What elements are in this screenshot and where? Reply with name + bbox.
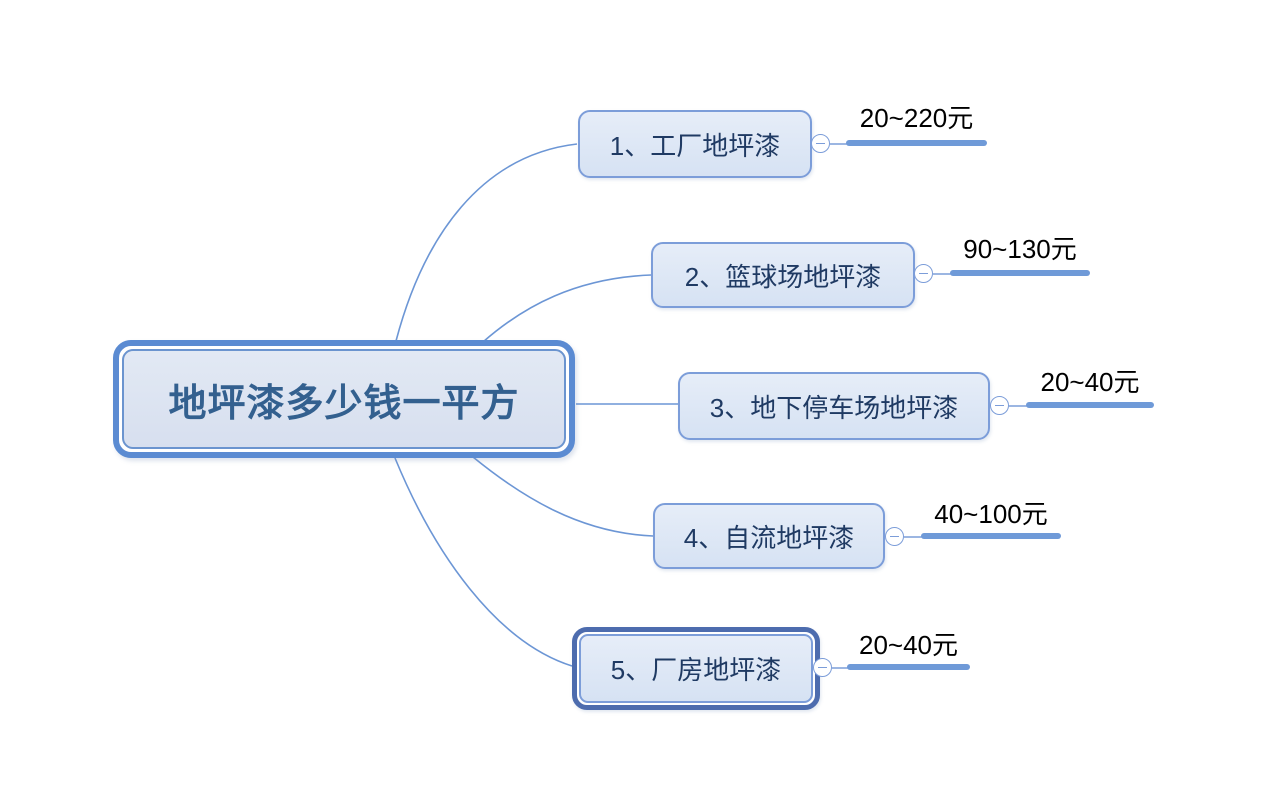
price-label-2[interactable]: 90~130元 [963, 234, 1077, 264]
minus-glyph [919, 273, 928, 274]
collapse-toggle-icon-1[interactable] [811, 134, 830, 153]
topic-4-label: 4、自流地坪漆 [683, 522, 855, 553]
topic-5-body: 5、厂房地坪漆 [579, 634, 813, 703]
branch-curve-1 [395, 143, 578, 342]
price-underline-2 [950, 270, 1090, 276]
root-topic-body: 地坪漆多少钱一平方 [122, 349, 566, 449]
collapse-toggle-icon-3[interactable] [990, 396, 1009, 415]
minus-glyph [995, 405, 1004, 406]
price-underline-4 [921, 533, 1061, 539]
minus-glyph [890, 536, 899, 537]
topic-3-label: 3、地下停车场地坪漆 [709, 392, 959, 423]
price-label-4[interactable]: 40~100元 [934, 499, 1048, 529]
collapse-toggle-icon-4[interactable] [885, 527, 904, 546]
root-topic[interactable]: 地坪漆多少钱一平方 [113, 340, 575, 458]
topic-4[interactable]: 4、自流地坪漆 [653, 503, 885, 569]
root-topic-label: 地坪漆多少钱一平方 [168, 382, 520, 425]
price-label-1[interactable]: 20~220元 [859, 103, 974, 133]
topic-1-label: 1、工厂地坪漆 [609, 130, 781, 161]
minus-glyph [818, 667, 827, 668]
branch-curve-4 [472, 456, 654, 537]
topic-5-selected[interactable]: 5、厂房地坪漆 [572, 627, 820, 710]
collapse-toggle-icon-2[interactable] [914, 264, 933, 283]
price-underline-3 [1026, 402, 1154, 408]
branch-curve-2 [482, 274, 652, 343]
minus-glyph [816, 143, 825, 144]
topic-1[interactable]: 1、工厂地坪漆 [578, 110, 812, 178]
branch-curve-5 [394, 457, 573, 667]
topic-3[interactable]: 3、地下停车场地坪漆 [678, 372, 990, 440]
price-label-3[interactable]: 20~40元 [1040, 367, 1140, 397]
price-underline-5 [847, 664, 970, 670]
collapse-toggle-icon-5[interactable] [813, 658, 832, 677]
topic-2[interactable]: 2、篮球场地坪漆 [651, 242, 915, 308]
price-label-5[interactable]: 20~40元 [858, 630, 959, 660]
topic-2-label: 2、篮球场地坪漆 [684, 261, 882, 292]
price-underline-1 [846, 140, 987, 146]
topic-5-label: 5、厂房地坪漆 [610, 655, 782, 685]
